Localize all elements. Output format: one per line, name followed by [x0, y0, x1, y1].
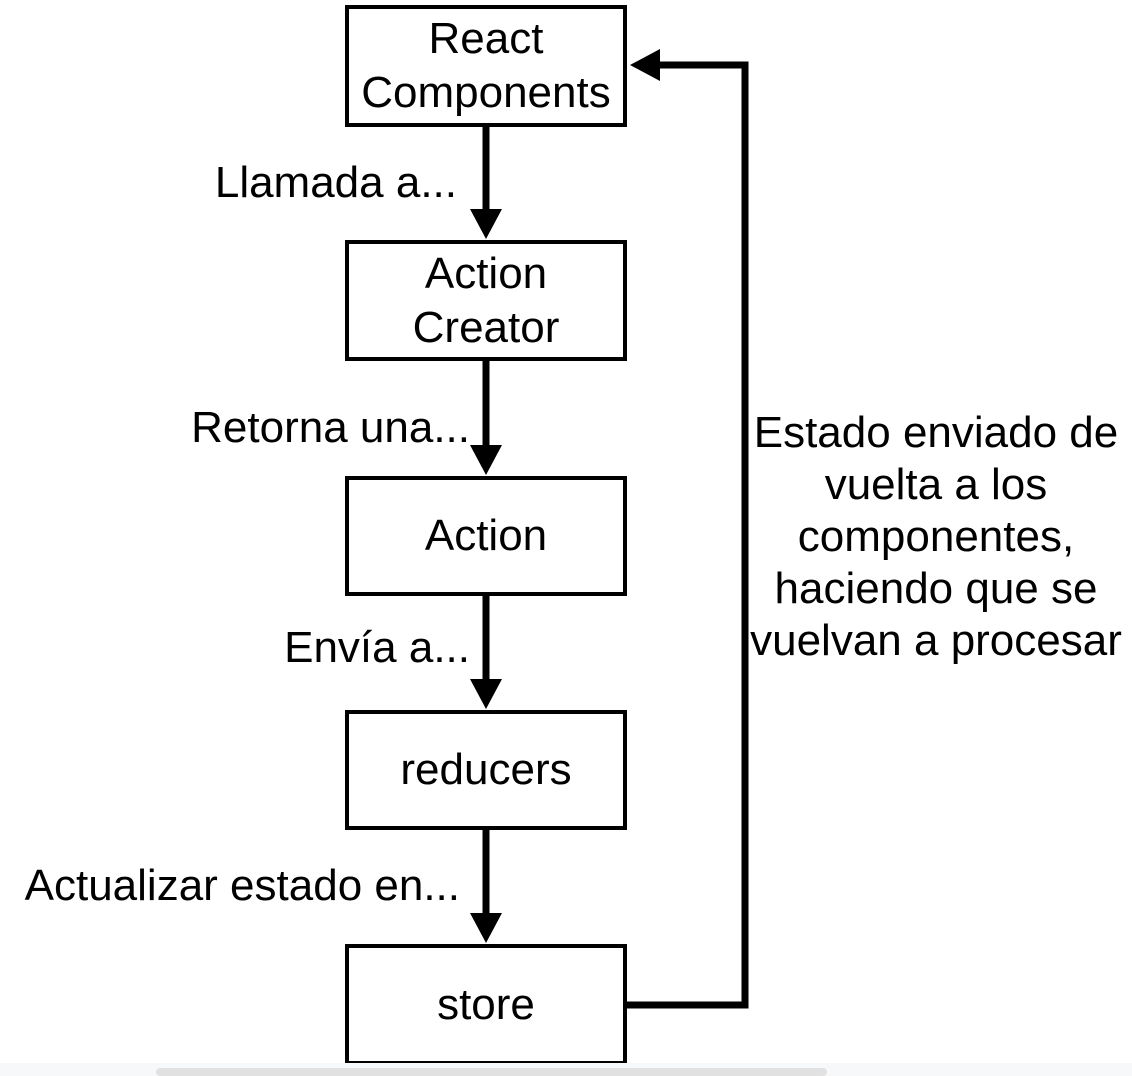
feedback-note-line: Estado enviado de [753, 408, 1119, 457]
node-label-line: React [428, 14, 544, 63]
edge-label-envia-a: Envía a... [284, 623, 470, 672]
arrow-react-to-action-creator [470, 125, 502, 239]
node-label-line: Action [424, 248, 548, 298]
node-label-line: Creator [412, 302, 560, 352]
node-react-components: React Components [345, 5, 627, 127]
node-reducers: reducers [345, 710, 627, 830]
edge-label-retorna-una: Retorna una... [191, 403, 470, 452]
arrow-action-creator-to-action [470, 359, 502, 475]
arrow-store-to-react-feedback [627, 49, 749, 1009]
feedback-note-line: vuelvan a procesar [750, 616, 1122, 665]
horizontal-scrollbar-thumb[interactable] [156, 1068, 827, 1076]
arrow-reducers-to-store [470, 828, 502, 943]
feedback-note-line: vuelta a los [824, 460, 1048, 509]
node-label-line: store [437, 979, 535, 1029]
arrow-action-to-reducers [470, 594, 502, 709]
node-action-creator: Action Creator [345, 240, 627, 361]
node-store: store [345, 944, 627, 1065]
feedback-note: Estado enviado de vuelta a los component… [744, 407, 1128, 667]
horizontal-scrollbar-track[interactable] [0, 1063, 1132, 1076]
node-label-line: Components [361, 68, 611, 117]
node-action: Action [345, 476, 627, 596]
edge-label-llamada-a: Llamada a... [214, 158, 457, 207]
edge-label-actualizar-estado-en: Actualizar estado en... [24, 861, 460, 910]
feedback-note-line: haciendo que se [774, 564, 1098, 613]
feedback-note-line: componentes, [797, 512, 1075, 561]
node-label-line: reducers [400, 745, 572, 794]
node-label-line: Action [424, 511, 548, 560]
